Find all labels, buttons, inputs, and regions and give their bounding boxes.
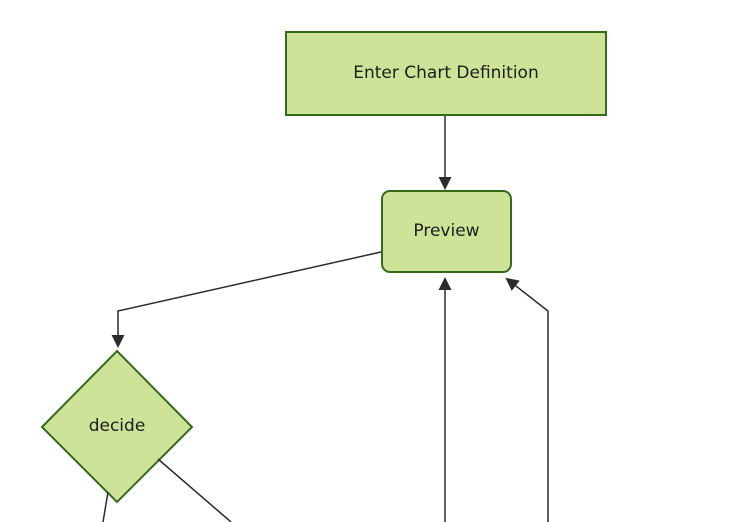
edge-preview-to-decide bbox=[111, 251, 382, 348]
edge-decide-to-offscreen-left bbox=[102, 491, 109, 522]
edge-bottom-to-preview-right bbox=[505, 277, 549, 522]
decide-node bbox=[40, 349, 194, 504]
enter-chart-definition-node bbox=[285, 31, 607, 116]
edge-decide-to-offscreen-right bbox=[157, 458, 232, 522]
preview-node bbox=[381, 190, 512, 273]
